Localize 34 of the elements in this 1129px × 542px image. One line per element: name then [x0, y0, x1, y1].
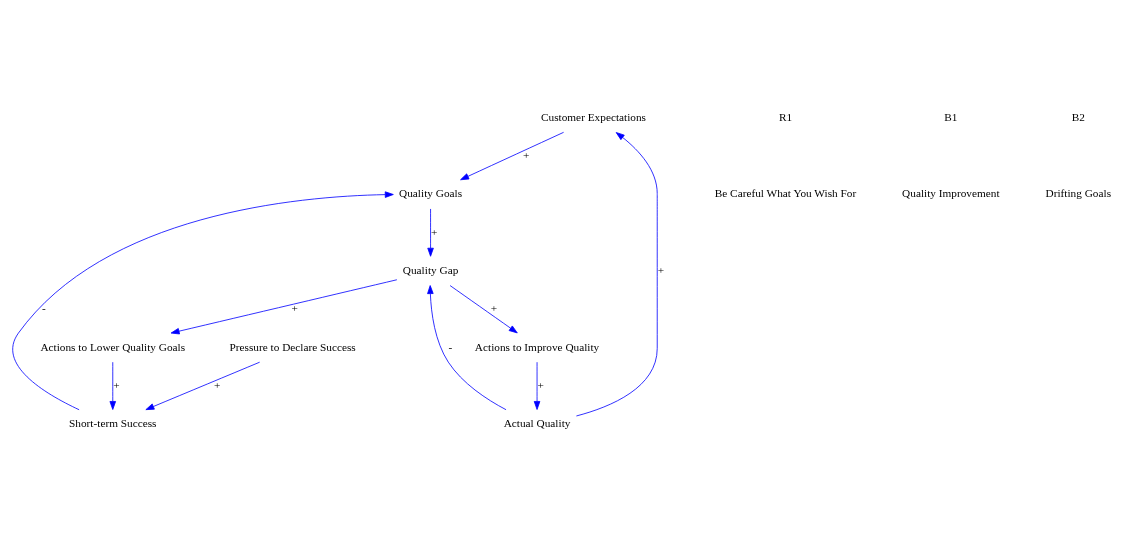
node-text: Short-term Success — [69, 417, 157, 430]
arrow — [427, 208, 434, 257]
node-text: Actions to Improve Quality — [474, 340, 600, 353]
edge-label: + — [291, 302, 298, 315]
node-text: Quality Goals — [399, 187, 463, 200]
edge-label: + — [431, 225, 438, 238]
label: B1 — [944, 110, 958, 123]
edge-label: + — [657, 263, 665, 276]
node-text: Actions to Lower Quality Goals — [40, 340, 186, 353]
node-text: Actual Quality — [503, 417, 571, 430]
arrow — [109, 361, 116, 410]
edge-label: + — [214, 378, 221, 391]
edge-label: - — [41, 302, 46, 315]
arrow — [427, 285, 507, 411]
arrow — [533, 361, 541, 410]
node-text: Pressure to Declare Success — [229, 340, 356, 353]
arrow — [12, 191, 394, 411]
label: B2 — [1071, 110, 1085, 123]
arrow — [576, 132, 658, 417]
arrow — [460, 131, 565, 181]
arrow — [145, 361, 261, 411]
label: Be Careful What You Wish For — [714, 187, 857, 200]
arrow — [170, 279, 398, 335]
label: R1 — [778, 110, 793, 123]
edge-label: - — [448, 340, 453, 353]
edge-label: + — [537, 378, 544, 391]
edge-label: + — [113, 378, 120, 391]
edge-label: + — [522, 149, 530, 162]
node-text: Quality Gap — [402, 263, 459, 276]
node-text: Customer Expectations — [541, 110, 646, 123]
label: Quality Improvement — [902, 187, 1000, 200]
arrow — [449, 285, 518, 334]
label: Drifting Goals — [1045, 187, 1112, 200]
edge-label: + — [490, 302, 498, 315]
